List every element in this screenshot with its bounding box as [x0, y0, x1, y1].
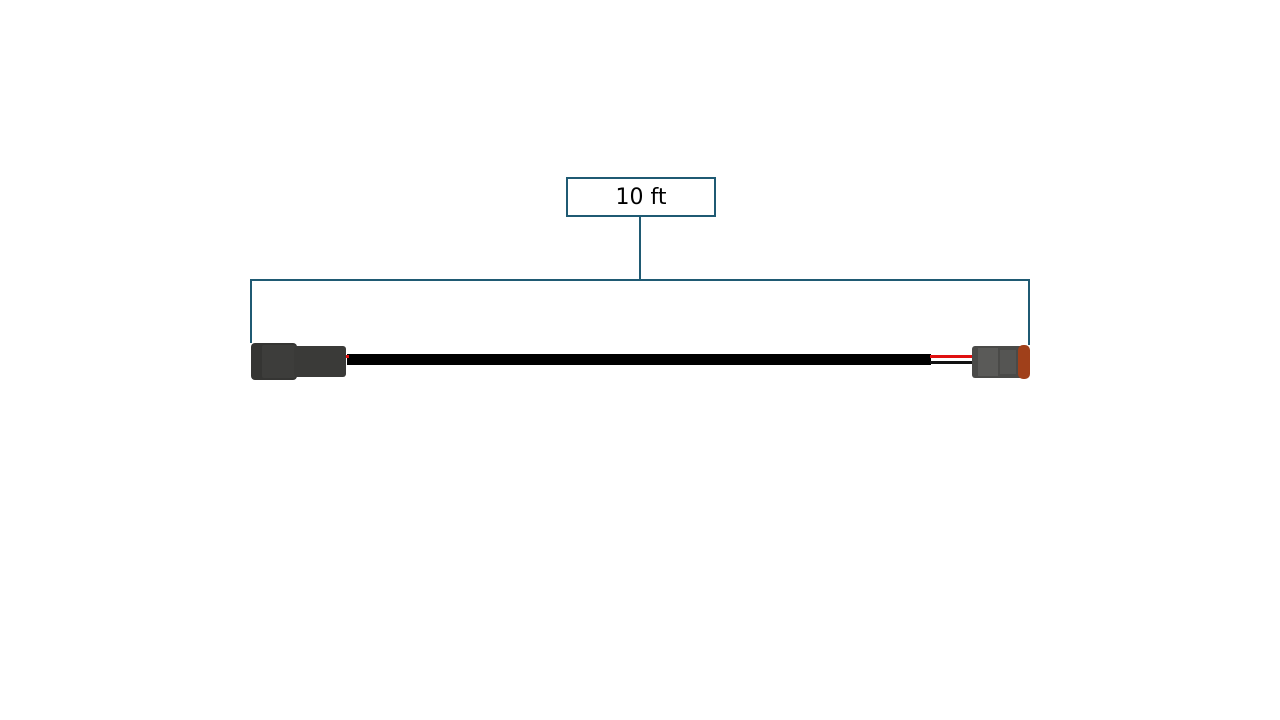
length-label: 10 ft: [566, 177, 716, 217]
dimension-bracket: [250, 215, 1030, 345]
cable: [345, 354, 973, 365]
right-connector-receptacle: [972, 345, 1030, 379]
left-connector-plug: [251, 343, 346, 380]
